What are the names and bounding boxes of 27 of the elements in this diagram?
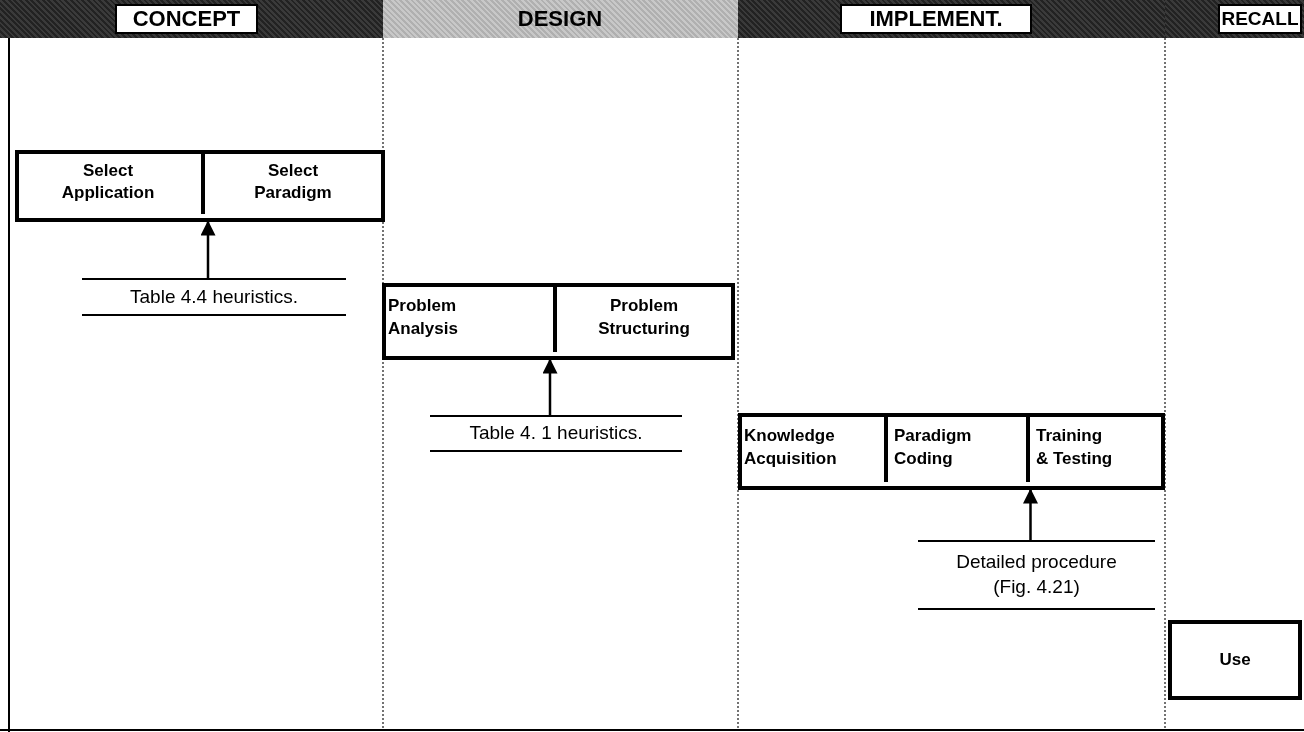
phase-title: IMPLEMENT. [869, 6, 1003, 32]
note-text-block [82, 278, 346, 316]
step-label: Select Paradigm [253, 159, 333, 204]
arrow [1023, 488, 1038, 540]
step-label: Paradigm Coding [894, 425, 973, 470]
phase-label-box [115, 4, 258, 34]
step-label: Table 4.4 heuristics. [130, 284, 298, 309]
step-label: Problem Analysis [388, 295, 459, 340]
step-label: Training & Testing [1036, 425, 1114, 470]
phase-title: CONCEPT [132, 6, 241, 32]
step-label: Select Application [60, 159, 156, 204]
process-box [15, 150, 385, 222]
phase-label-box [840, 4, 1032, 34]
arrow [542, 358, 558, 415]
note-text-block [918, 540, 1155, 610]
phase-title: DESIGN [517, 6, 603, 32]
arrow [200, 220, 216, 278]
step-label: Detailed procedure (Fig. 4.21) [955, 550, 1118, 599]
step-label: Table 4. 1 heuristics. [469, 421, 643, 446]
step-label: Use [1219, 650, 1251, 670]
process-box [1168, 620, 1302, 700]
note-text-block [430, 415, 682, 452]
process-box [382, 283, 735, 360]
step-label: Knowledge Acquisition [744, 425, 838, 470]
step-label: Problem Structuring [597, 295, 691, 340]
phase-title: RECALL [1221, 8, 1299, 30]
process-box [738, 413, 1165, 490]
